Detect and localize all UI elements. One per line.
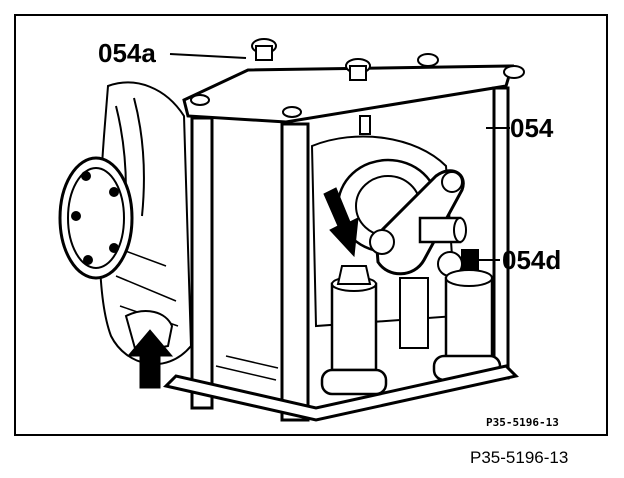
arrow-down-diagonal-icon (323, 187, 359, 258)
inner-figure-ref: P35-5196-13 (486, 416, 559, 429)
fixture-column-left (190, 116, 214, 410)
fixture-column-right (492, 86, 510, 380)
support-cylinder-left (330, 282, 378, 372)
top-bolts (190, 38, 525, 118)
gearbox-fixture-drawing (58, 38, 525, 422)
diagram-frame: 054a 054 054d P35-5196-13 (14, 14, 608, 436)
arrow-upward-icon (126, 329, 174, 389)
callout-054a: 054a (98, 38, 156, 68)
base-plate (163, 364, 519, 422)
leader-054a (169, 53, 247, 59)
figure-reference-number: P35-5196-13 (470, 448, 569, 467)
support-cylinder-middle (399, 277, 429, 349)
bolt-054d (461, 249, 479, 273)
front-flange (58, 156, 134, 280)
callout-054: 054 (510, 113, 554, 143)
fixture-column-center (280, 122, 310, 422)
callout-054d: 054d (502, 245, 562, 275)
support-cylinder-right (444, 276, 494, 360)
